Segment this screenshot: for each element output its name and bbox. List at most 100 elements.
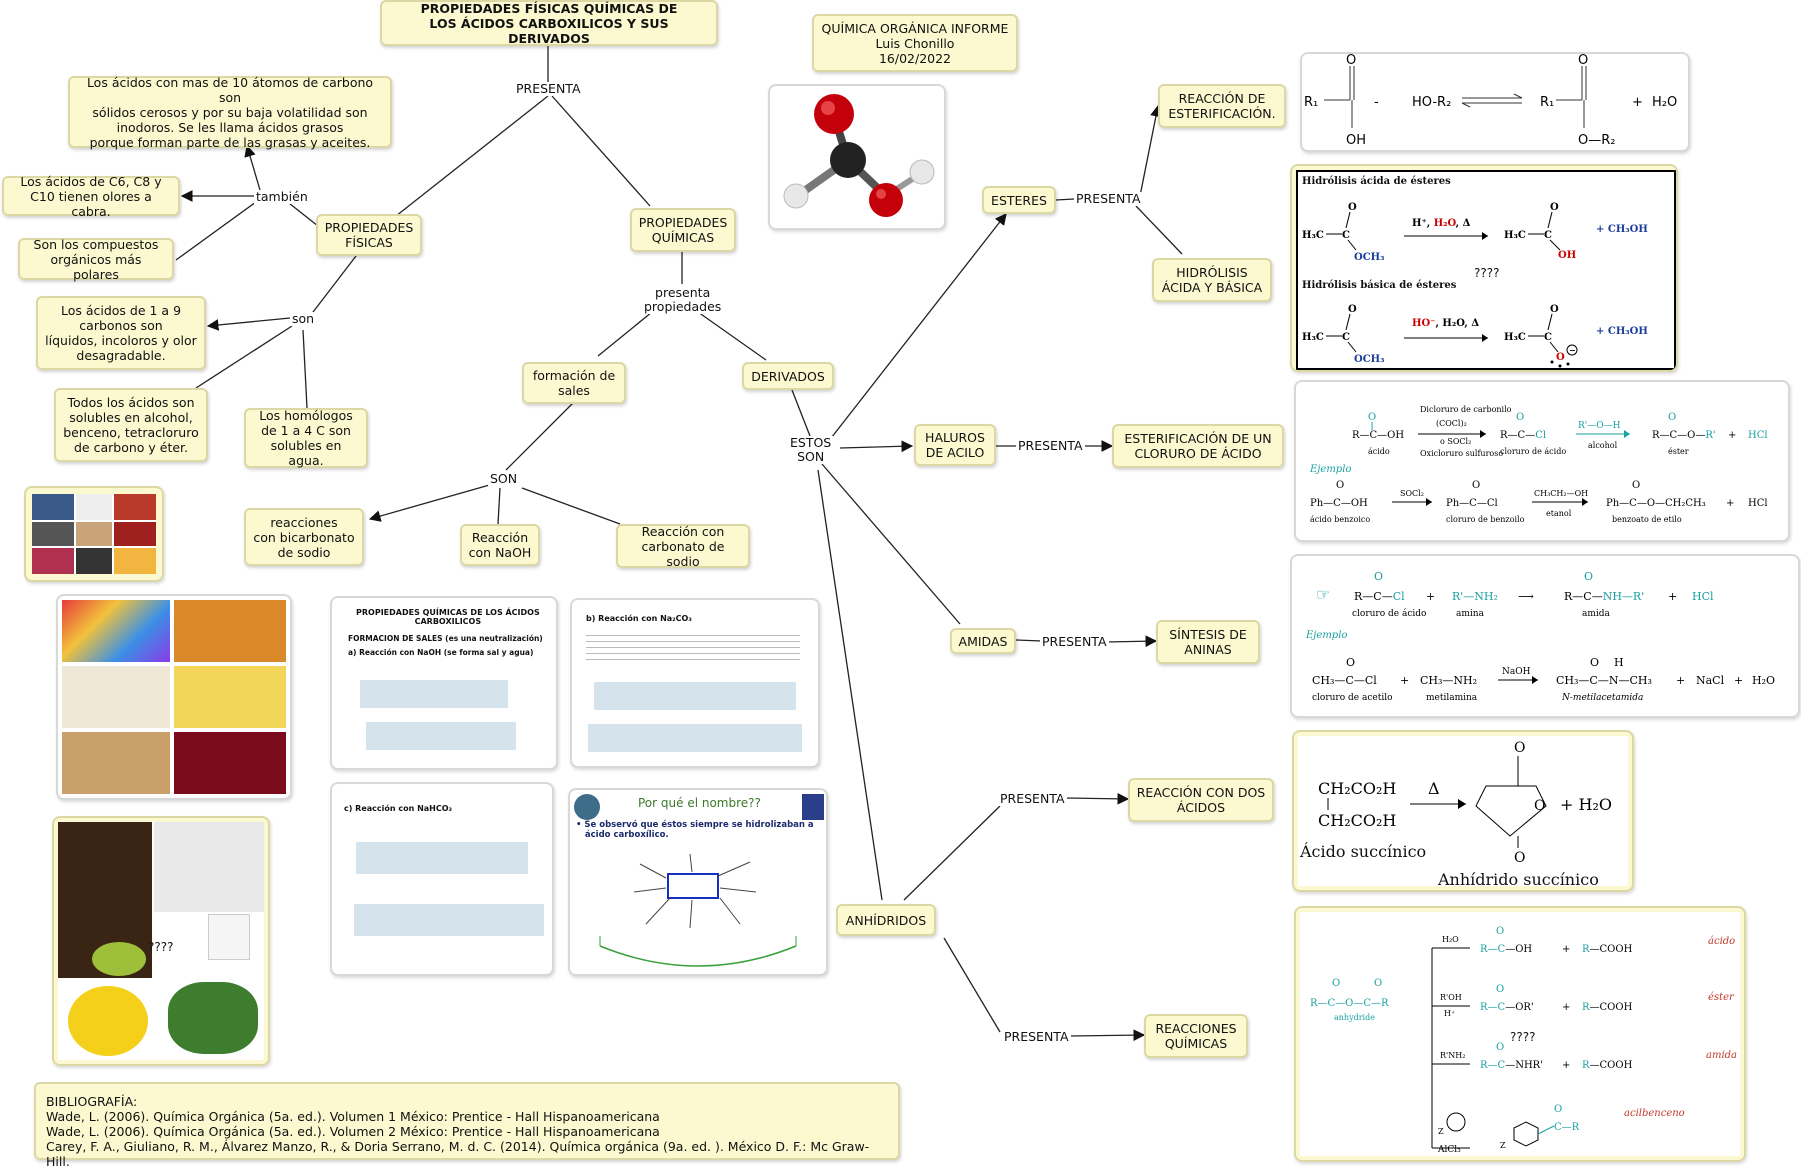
anh-product-amida: amida [1706,1050,1738,1061]
polares-node[interactable]: Son los compuestos orgánicos más polares [18,237,174,282]
svg-text:(COCl)₂: (COCl)₂ [1436,419,1467,428]
svg-text:R—C—Cl: R—C—Cl [1354,590,1405,603]
cloruro-ejemplo-label: Ejemplo [1310,464,1352,475]
esterification-equation-panel: R₁ O OH - HO-R₂ R₁ O O—R₂ + H₂O [1300,52,1690,152]
svg-text:R—C—Cl: R—C—Cl [1500,430,1546,441]
naoh-node[interactable]: Reacción con NaOH [460,524,540,566]
photo-collage-foods [56,594,292,800]
slide1-a: a) Reacción con NaOH (se forma sal y agu… [348,648,534,657]
label-son-sales: SON [488,471,520,486]
svg-text:O: O [1368,412,1376,423]
svg-text:cloruro de benzoilo: cloruro de benzoilo [1446,515,1525,524]
label-presenta-top: PRESENTA [514,81,583,96]
svg-text:R'OH: R'OH [1440,993,1462,1002]
svg-text:NaCl: NaCl [1696,674,1725,687]
c6-c8-c10-node[interactable]: Los ácidos de C6, C8 y C10 tienen olores… [2,174,180,219]
svg-text:R—C—O—C—R: R—C—O—C—R [1310,998,1389,1009]
slide4-title: Por qué el nombre?? [638,796,761,810]
svg-text:etanol: etanol [1546,509,1572,518]
reacciones-quimicas-node[interactable]: REACCIONES QUÍMICAS [1144,1014,1248,1058]
uno-a-nueve-node[interactable]: Los ácidos de 1 a 9 carbonos son líquido… [36,296,206,370]
svg-text:alcohol: alcohol [1588,441,1618,450]
label-estos-son: ESTOS SON [788,435,834,464]
svg-text:O: O [1556,352,1565,363]
derivados-node[interactable]: DERIVADOS [742,362,834,390]
homologos-node[interactable]: Los homólogos de 1 a 4 C son solubles en… [244,408,368,468]
amidas-node[interactable]: AMIDAS [950,628,1016,654]
svg-text:H⁺, H₂O, Δ: H⁺, H₂O, Δ [1412,218,1471,229]
collage-question-marks: ???? [148,940,174,954]
diez-atomos-node[interactable]: Los ácidos con mas de 10 átomos de carbo… [68,75,392,150]
svg-text:R—C—OH: R—C—OH [1480,944,1532,955]
svg-text:O: O [1496,984,1504,995]
esterificacion-cloruro-node[interactable]: ESTERIFICACIÓN DE UN CLORURO DE ÁCIDO [1112,424,1284,468]
svg-text:CH₂CO₂H: CH₂CO₂H [1318,811,1396,830]
haluros-node[interactable]: HALUROS DE ACILO [914,424,996,466]
dos-acidos-node[interactable]: REACCIÓN CON DOS ÁCIDOS [1128,778,1274,822]
hidrolisis-node[interactable]: HIDRÓLISIS ÁCIDA Y BÁSICA [1152,258,1272,302]
label-presenta-anhidridos-1: PRESENTA [998,791,1067,806]
bibliografia-node[interactable]: BIBLIOGRAFÍA: Wade, L. (2006). Química O… [34,1082,900,1169]
header-info-node[interactable]: QUÍMICA ORGÁNICA INFORME Luis Chonillo 1… [812,14,1018,72]
esteres-node[interactable]: ESTERES [982,186,1056,214]
svg-text:H₃C: H₃C [1504,332,1526,343]
label-presenta-haluros: PRESENTA [1016,438,1085,453]
anhidridos-node[interactable]: ANHÍDRIDOS [836,904,936,936]
svg-text:éster: éster [1668,447,1689,456]
svg-text:C: C [1544,230,1552,241]
svg-text:ácido benzoico: ácido benzoico [1310,515,1370,524]
svg-text:+: + [1562,1060,1570,1071]
svg-text:H: H [1614,656,1624,669]
formacion-sales-node[interactable]: formación de sales [522,362,626,404]
svg-text:+: + [1632,95,1643,110]
svg-text:C: C [1342,332,1350,343]
svg-text:O: O [1496,1042,1504,1053]
svg-text:O: O [1668,412,1676,423]
svg-text:+: + [1668,590,1677,603]
svg-text:H⁺: H⁺ [1444,1009,1455,1018]
svg-text:Ph—C—OH: Ph—C—OH [1310,498,1368,509]
svg-text:+: + [1676,674,1685,687]
svg-text:o SOCl₂: o SOCl₂ [1440,437,1471,446]
label-presenta-amidas: PRESENTA [1040,634,1109,649]
hidrolisis-panel: Hidrólisis ácida de ésteres Hidrólisis b… [1290,164,1678,372]
svg-text:R'—NH₂: R'—NH₂ [1452,590,1498,603]
svg-text:O: O [1336,480,1344,491]
svg-text:O: O [1584,570,1593,583]
title-node[interactable]: PROPIEDADES FÍSICAS QUÍMICAS DE LOS ÁCID… [380,0,718,46]
propiedades-quimicas-node[interactable]: PROPIEDADES QUÍMICAS [630,208,736,252]
esterificacion-node[interactable]: REACCIÓN DE ESTERIFICACIÓN. [1158,84,1286,128]
anhidrido-reacciones-panel: ???? ácido éster amida acilbenceno R—C—O… [1294,906,1746,1162]
solubles-node[interactable]: Todos los ácidos son solubles en alcohol… [54,388,208,462]
svg-text:O—R₂: O—R₂ [1578,133,1615,148]
label-presenta-anhidridos-2: PRESENTA [1002,1029,1071,1044]
svg-text:H₂O: H₂O [1652,95,1677,110]
svg-text:H₃C: H₃C [1302,230,1324,241]
anhidrido-question-marks: ???? [1510,1030,1536,1044]
label-tambien: también [254,189,310,204]
svg-text:AlCl₃: AlCl₃ [1437,1145,1461,1155]
carbonato-node[interactable]: Reacción con carbonato de sodio [616,524,750,569]
bicarbonato-node[interactable]: reacciones con bicarbonato de sodio [244,508,364,566]
propiedades-fisicas-node[interactable]: PROPIEDADES FÍSICAS [316,214,422,256]
photo-collage-small [24,486,164,582]
svg-text:HO⁻, H₂O, Δ: HO⁻, H₂O, Δ [1412,318,1479,329]
svg-text:HCl: HCl [1692,590,1714,603]
svg-text:R—C—O—R': R—C—O—R' [1652,430,1716,441]
hidrolisis-acida-title: Hidrólisis ácida de ésteres [1302,176,1451,187]
svg-text:R—COOH: R—COOH [1582,944,1633,955]
molecule-image [768,84,946,230]
svg-text:O: O [1332,978,1340,989]
svg-text:O: O [1374,570,1383,583]
svg-text:+: + [1728,430,1736,441]
slide3-c: c) Reacción con NaHCO₃ [344,804,453,813]
svg-text:Δ: Δ [1428,779,1440,798]
sintesis-aninas-node[interactable]: SÍNTESIS DE ANINAS [1156,620,1260,664]
svg-text:C: C [1544,332,1552,343]
svg-text:OCH₃: OCH₃ [1354,252,1385,263]
svg-text:O: O [1632,480,1640,491]
svg-text:R—COOH: R—COOH [1582,1060,1633,1071]
svg-text:−: − [1569,345,1576,355]
